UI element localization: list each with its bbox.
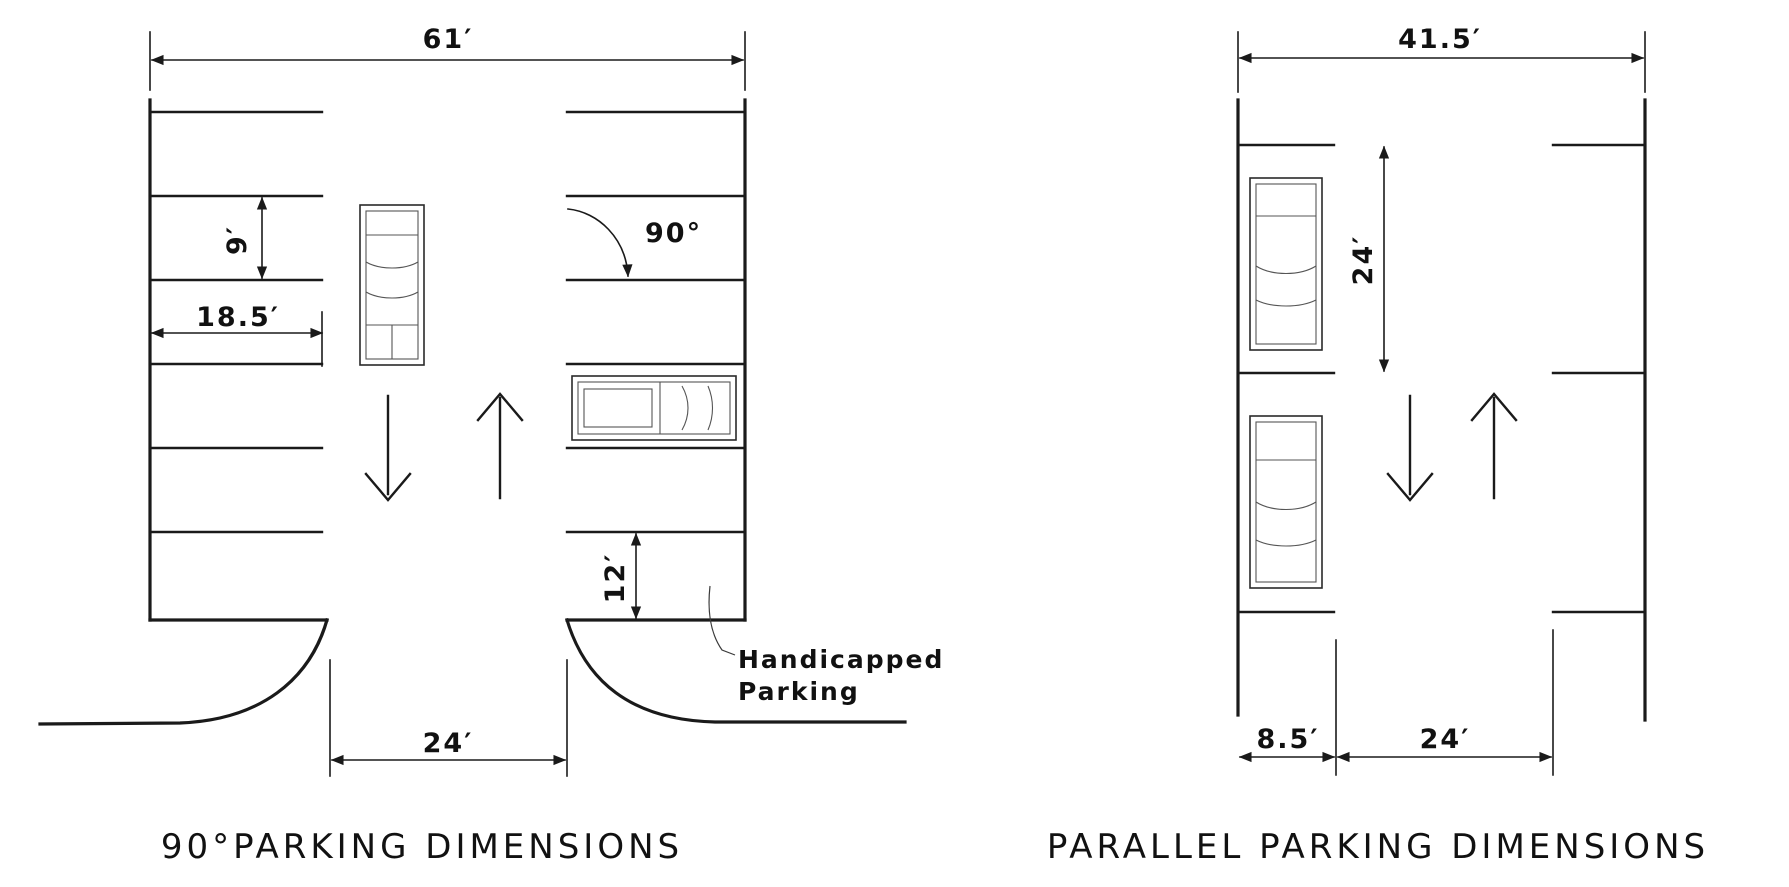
parallel-stall-depth-dimension: 8.5′ [1238, 724, 1336, 763]
stall-depth-dimension: 18.5′ [150, 302, 324, 367]
angle-indicator: 90° [567, 208, 702, 278]
stall-width-dimension: 9′ [222, 196, 268, 280]
parallel-overall-width-label: 41.5′ [1398, 24, 1482, 55]
parallel-overall-width-dimension: 41.5′ [1237, 24, 1646, 93]
parallel-stall-length-label: 24′ [1348, 235, 1379, 286]
stall-width-label: 9′ [222, 225, 253, 255]
overall-width-dimension: 61′ [149, 24, 746, 91]
ninety-degree-diagram: 61′ 9′ [38, 24, 944, 867]
parallel-down-arrow [1386, 394, 1434, 502]
stall-depth-label: 18.5′ [196, 302, 280, 333]
left-entry-curb [38, 618, 329, 726]
parallel-caption: PARALLEL PARKING DIMENSIONS [1047, 827, 1709, 867]
handicapped-leader-line [708, 585, 736, 656]
parallel-car-top [1249, 177, 1323, 351]
parallel-diagram: 41.5′ 24′ [1047, 24, 1709, 867]
down-arrow [364, 394, 412, 502]
left-stall-lines [148, 110, 324, 534]
aisle-width-dimension: 24′ [329, 659, 568, 777]
aisle-width-label: 24′ [423, 728, 474, 759]
right-entry-curb [565, 618, 907, 724]
parallel-aisle-width-dimension: 24′ [1336, 724, 1553, 763]
clearance-dimension: 12′ [600, 532, 642, 620]
car-vertical [359, 204, 425, 366]
overall-width-label: 61′ [423, 24, 474, 55]
parallel-right-stall-lines [1551, 143, 1647, 614]
right-stall-lines [565, 110, 747, 534]
parallel-up-arrow [1470, 392, 1518, 500]
handicapped-note-line2: Parking [738, 677, 860, 706]
parallel-left-stall-lines [1236, 143, 1336, 614]
parallel-stall-length-dimension: 24′ [1348, 145, 1390, 373]
car-horizontal [571, 375, 737, 441]
angle-label: 90° [645, 218, 702, 249]
up-arrow [476, 392, 524, 500]
parallel-stall-depth-label: 8.5′ [1257, 724, 1320, 755]
handicapped-note-line1: Handicapped [738, 645, 944, 674]
ninety-caption: 90°PARKING DIMENSIONS [161, 827, 683, 867]
parallel-aisle-width-label: 24′ [1420, 724, 1471, 755]
parallel-car-bottom [1249, 415, 1323, 589]
clearance-label: 12′ [600, 553, 631, 604]
